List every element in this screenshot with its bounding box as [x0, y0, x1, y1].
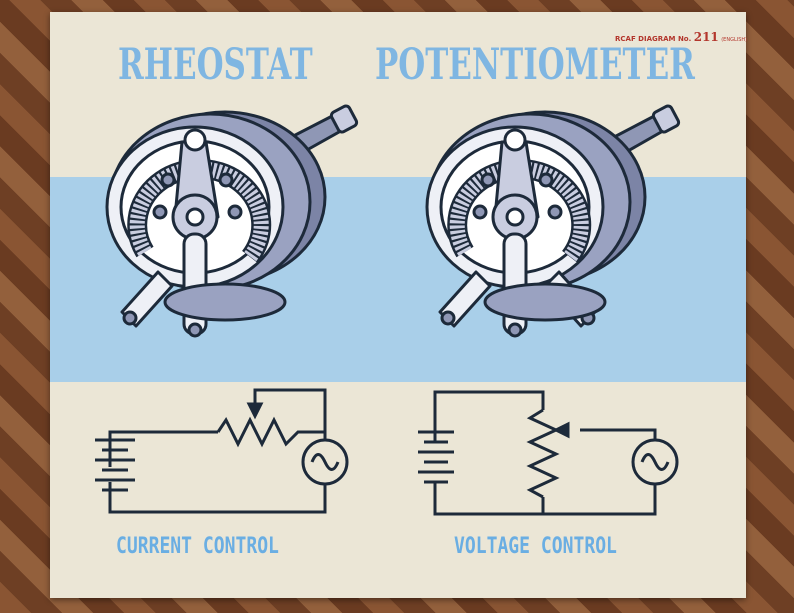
- pot-wire-bottom-left: [433, 482, 545, 516]
- rheostat-illustration: [105, 104, 359, 338]
- diagram-number-label: RCAF DIAGRAM No. 211 (ENGLISH): [615, 30, 747, 44]
- caption-current-control: CURRENT CONTROL: [116, 534, 279, 559]
- title-rheostat: RHEOSTAT: [118, 40, 313, 90]
- potentiometer-circuit: [418, 390, 679, 516]
- illustrations: [95, 104, 681, 516]
- rheostat-wire-top-left: [108, 430, 218, 467]
- potentiometer-illustration: [425, 104, 681, 338]
- diagram-language: (ENGLISH): [721, 37, 748, 43]
- battery-symbol-right: [418, 430, 454, 484]
- rheostat-wire-top-right: [253, 388, 327, 442]
- lamp-symbol-right: [631, 438, 679, 486]
- rheostat-resistor: [216, 416, 305, 448]
- rheostat-wiper-arrow: [246, 402, 264, 420]
- rheostat-wire-bottom: [108, 482, 327, 514]
- diagram-number: 211: [693, 30, 719, 44]
- pot-resistor: [526, 408, 560, 499]
- pot-wire-top: [433, 390, 545, 442]
- diagram-label-text: RCAF DIAGRAM No.: [615, 35, 692, 43]
- poster: RHEOSTAT POTENTIOMETER RCAF DIAGRAM No. …: [50, 12, 747, 598]
- caption-voltage-control: VOLTAGE CONTROL: [454, 534, 617, 559]
- lamp-symbol-left: [301, 438, 349, 486]
- pot-wire-bottom-right: [543, 482, 657, 516]
- pot-wiper-arrow: [552, 421, 570, 439]
- title-potentiometer: POTENTIOMETER: [375, 40, 695, 90]
- battery-symbol-left: [95, 438, 135, 492]
- rheostat-circuit: [95, 388, 349, 514]
- pot-wire-wiper: [580, 428, 657, 442]
